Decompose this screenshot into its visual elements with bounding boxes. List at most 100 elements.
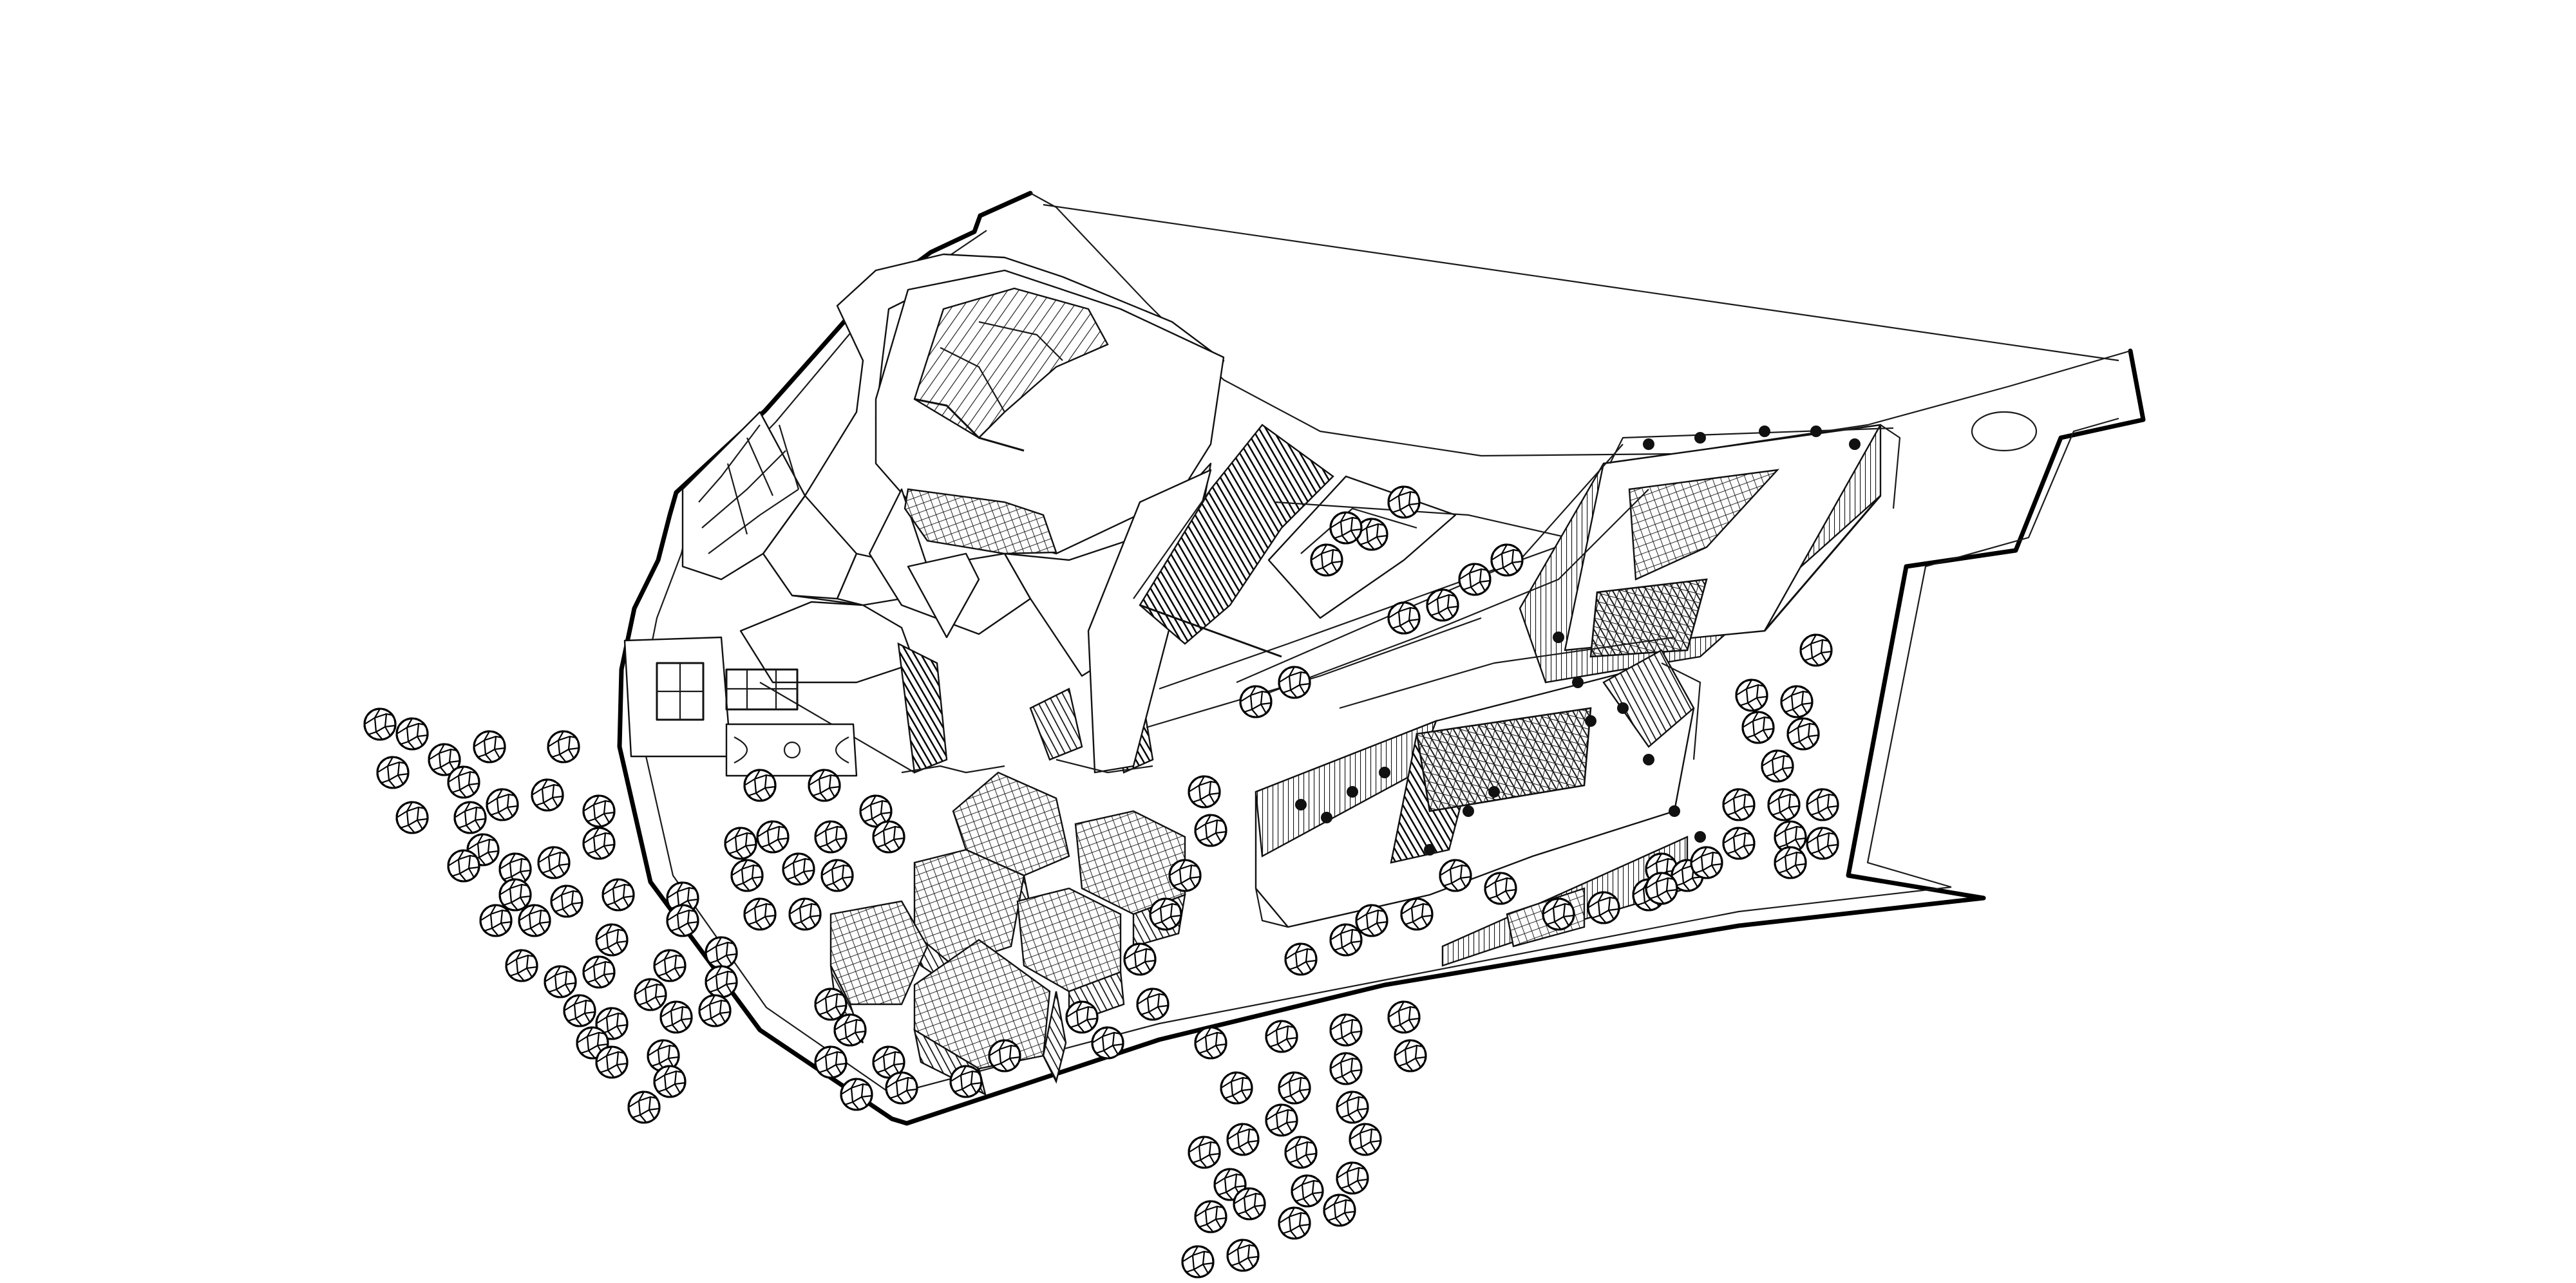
- tree-icon: [582, 955, 616, 989]
- tree-icon: [814, 988, 848, 1021]
- tree-icon: [1239, 685, 1273, 718]
- tree-icon: [782, 852, 815, 886]
- hedge-dot: [1424, 844, 1435, 856]
- tree-icon: [1291, 1174, 1324, 1208]
- tree-icon: [1278, 1206, 1311, 1240]
- tree-icon: [1188, 1136, 1221, 1169]
- tree-icon: [1542, 897, 1575, 931]
- tree-icon: [1735, 679, 1768, 712]
- tree-icon: [1123, 942, 1157, 976]
- tree-icon: [1484, 872, 1517, 905]
- tree-icon: [814, 1045, 848, 1079]
- hedge-dot: [1463, 805, 1474, 817]
- tree-icon: [1387, 1000, 1421, 1034]
- tree-icon: [1387, 601, 1421, 635]
- tree-icon: [814, 820, 848, 854]
- tree-icon: [653, 949, 687, 982]
- tree-icon: [1780, 685, 1814, 718]
- tree-icon: [1194, 1026, 1227, 1060]
- hedge-dot: [1572, 677, 1584, 688]
- tree-icon: [537, 846, 571, 879]
- tree-icon: [1168, 859, 1202, 892]
- tree-icon: [1690, 846, 1723, 879]
- tree-icon: [447, 765, 480, 799]
- tree-icon: [653, 1065, 687, 1098]
- tree-icon: [1336, 1091, 1369, 1124]
- tree-icon: [550, 885, 583, 918]
- tree-icon: [595, 923, 629, 957]
- building-cluster: [829, 771, 1186, 1096]
- hedge-dot: [1759, 426, 1770, 437]
- tennis-court-icon: [656, 662, 705, 721]
- tree-icon: [1329, 923, 1363, 957]
- trees: [363, 426, 1861, 1278]
- tree-icon: [1284, 1136, 1318, 1169]
- hedge-dot: [1849, 438, 1861, 450]
- hedge-dot: [1295, 799, 1307, 810]
- tree-icon: [563, 994, 596, 1027]
- tree-icon: [595, 1045, 629, 1079]
- tree-icon: [363, 707, 397, 741]
- tree-icon: [627, 1091, 661, 1124]
- tree-icon: [395, 717, 429, 751]
- tree-icon: [1645, 872, 1678, 905]
- tree-icon: [756, 820, 790, 854]
- tree-icon: [1329, 1013, 1363, 1047]
- tree-icon: [395, 801, 429, 834]
- tree-icon: [582, 827, 616, 860]
- solar-deck: [1139, 424, 1334, 645]
- tree-icon: [1323, 1194, 1356, 1227]
- tree-icon: [544, 965, 577, 998]
- tree-icon: [1336, 1161, 1369, 1195]
- tree-icon: [453, 801, 487, 834]
- tree-icon: [698, 994, 732, 1027]
- hedge-dot: [1585, 715, 1596, 727]
- tree-icon: [808, 769, 841, 802]
- tree-icon: [949, 1065, 983, 1098]
- hedge-dot: [1694, 432, 1706, 444]
- tree-icon: [724, 827, 757, 860]
- hedge-dot: [1347, 786, 1358, 798]
- tree-icon: [1722, 827, 1756, 860]
- tree-icon: [1194, 814, 1227, 847]
- hedge-dot: [1810, 426, 1822, 437]
- tree-icon: [473, 730, 506, 763]
- tree-icon: [743, 897, 777, 931]
- tree-icon: [1349, 1123, 1382, 1156]
- tree-icon: [1278, 1071, 1311, 1105]
- tree-icon: [1426, 588, 1459, 622]
- tree-icon: [1188, 775, 1221, 809]
- tree-icon: [1387, 485, 1421, 519]
- tree-icon: [840, 1078, 873, 1111]
- roundabout-icon: [1971, 411, 2038, 452]
- tree-icon: [872, 820, 905, 854]
- tree-icon: [547, 730, 580, 763]
- tree-icon: [498, 878, 532, 912]
- main-building: [681, 253, 1225, 774]
- tree-icon: [1194, 1200, 1227, 1233]
- tree-icon: [479, 904, 513, 937]
- hedge-dot: [1379, 767, 1390, 778]
- tree-icon: [1767, 788, 1801, 821]
- tree-icon: [705, 936, 738, 969]
- tree-icon: [1761, 749, 1794, 783]
- tree-icon: [1774, 846, 1807, 879]
- sports-courts: [623, 636, 858, 777]
- tree-icon: [1265, 1020, 1298, 1053]
- tree-icon: [1722, 788, 1756, 821]
- hedge-dot: [1321, 812, 1332, 823]
- tree-icon: [1439, 859, 1472, 892]
- hedge-dot: [1553, 632, 1564, 643]
- tree-icon: [833, 1013, 867, 1047]
- tree-icon: [1226, 1123, 1260, 1156]
- tree-icon: [1355, 904, 1388, 937]
- tree-icon: [582, 794, 616, 828]
- tree-icon: [1741, 711, 1775, 744]
- tree-icon: [1587, 891, 1620, 924]
- tree-icon: [885, 1071, 918, 1105]
- tree-icon: [486, 788, 519, 821]
- basketball-court-icon: [725, 668, 799, 711]
- tree-icon: [518, 904, 551, 937]
- tree-icon: [743, 769, 777, 802]
